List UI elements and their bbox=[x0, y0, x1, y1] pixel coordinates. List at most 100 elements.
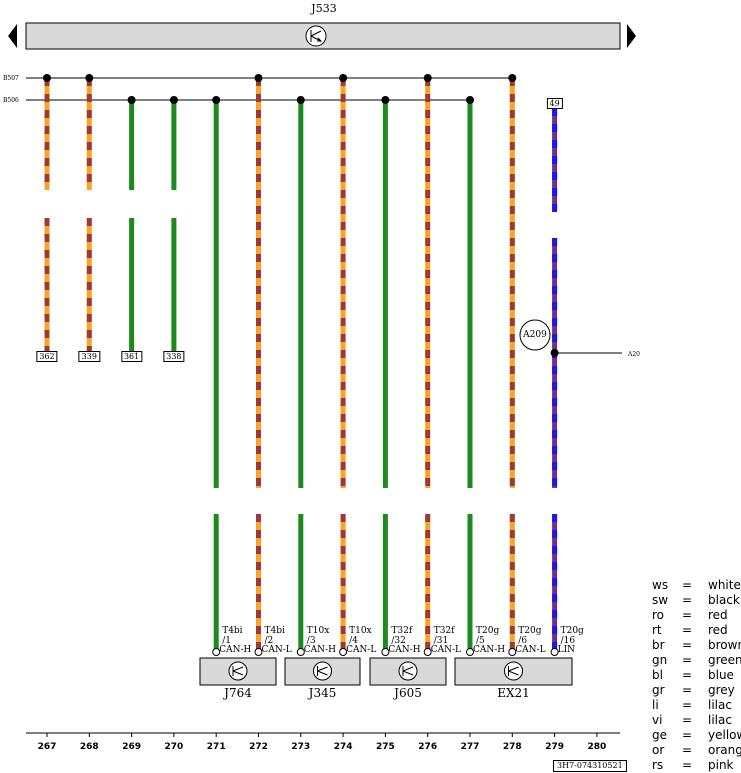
legend-equals: = bbox=[682, 728, 693, 742]
terminal-box: 361 bbox=[120, 351, 143, 362]
legend-color-name: yellow bbox=[708, 728, 741, 742]
pin-connector-icon bbox=[423, 648, 432, 656]
legend-equals: = bbox=[682, 638, 693, 652]
source-box: 49 bbox=[546, 98, 563, 109]
legend-abbr: or bbox=[652, 743, 665, 757]
pin-connector: T4bi bbox=[222, 626, 243, 636]
legend-color-name: blue bbox=[708, 668, 734, 682]
terminal-box: 338 bbox=[163, 351, 185, 362]
legend-abbr: rt bbox=[652, 623, 662, 637]
column-number: 271 bbox=[206, 742, 226, 752]
legend-color-name: green bbox=[708, 653, 741, 667]
column-number: 277 bbox=[460, 742, 480, 752]
bus-junction bbox=[254, 74, 263, 82]
legend-row: ws=white bbox=[652, 578, 741, 593]
pin-signal: LIN bbox=[557, 645, 576, 655]
legend-color-name: white bbox=[708, 578, 741, 592]
legend-equals: = bbox=[682, 593, 693, 607]
legend-color-name: lilac bbox=[708, 713, 732, 727]
pin-number: /32 bbox=[391, 636, 406, 646]
pin-connector-icon bbox=[466, 648, 474, 656]
column-number: 268 bbox=[79, 742, 99, 752]
legend-abbr: gn bbox=[652, 653, 668, 667]
ecu-layer bbox=[199, 657, 573, 686]
bus-junction bbox=[43, 74, 51, 82]
legend-row: vi=lilac bbox=[652, 713, 741, 728]
pin-signal: CAN-H bbox=[303, 645, 336, 655]
pin-connector: T10x bbox=[349, 626, 372, 636]
legend-abbr: vi bbox=[652, 713, 663, 727]
legend-color-name: pink bbox=[708, 758, 734, 772]
legend-equals: = bbox=[682, 578, 693, 592]
pin-connector-icon bbox=[508, 648, 517, 656]
column-number: 274 bbox=[333, 742, 353, 752]
pin-connector: T4bi bbox=[264, 626, 285, 636]
bus-label-b506: B506 bbox=[3, 97, 19, 104]
legend-color-name: orange bbox=[708, 743, 741, 757]
pin-connector: T20g bbox=[560, 626, 584, 636]
legend-abbr: ge bbox=[652, 728, 667, 742]
bus-junction bbox=[85, 74, 94, 82]
splice-destination: A20 bbox=[628, 351, 640, 358]
ecu-symbol-icon bbox=[305, 25, 327, 47]
ecu-box-j345 bbox=[284, 657, 361, 686]
ecu-symbol-icon bbox=[504, 661, 523, 681]
splice-label: A209 bbox=[523, 330, 547, 340]
legend-abbr: li bbox=[652, 698, 659, 712]
legend-equals: = bbox=[682, 743, 693, 757]
ecu-name: J345 bbox=[308, 686, 337, 700]
legend-row: sw=black bbox=[652, 593, 741, 608]
column-number: 269 bbox=[122, 742, 141, 752]
legend-abbr: sw bbox=[652, 593, 669, 607]
ecu-box-ex21 bbox=[454, 657, 573, 686]
pin-connector: T32f bbox=[391, 626, 413, 636]
bus-junction bbox=[423, 74, 432, 82]
terminal-box: 362 bbox=[36, 351, 58, 362]
ecu-symbol-icon bbox=[313, 661, 332, 681]
legend-row: gr=grey bbox=[652, 683, 741, 698]
ecu-name: J764 bbox=[224, 686, 252, 700]
legend-equals: = bbox=[682, 623, 693, 637]
ecu-box-j605 bbox=[369, 657, 447, 686]
legend-row: br=brown bbox=[652, 638, 741, 653]
pin-number: /4 bbox=[349, 636, 358, 646]
pin-signal: CAN-H bbox=[473, 645, 506, 655]
pin-signal: CAN-L bbox=[430, 645, 461, 655]
right-arrow-icon bbox=[627, 24, 636, 48]
footer-code: 3H7-074310521 bbox=[553, 760, 627, 772]
pin-signal: CAN-L bbox=[261, 645, 292, 655]
pin-connector: T20g bbox=[518, 626, 542, 636]
module-name: J533 bbox=[311, 2, 337, 15]
terminal-box: 339 bbox=[78, 351, 100, 362]
legend-row: rs=pink bbox=[652, 758, 741, 773]
pin-connector-icon bbox=[254, 648, 263, 656]
legend-row: bl=blue bbox=[652, 668, 741, 683]
pin-connector: T10x bbox=[306, 626, 330, 636]
bus-junction bbox=[466, 96, 474, 104]
pin-number: /1 bbox=[222, 636, 231, 646]
legend-color-name: brown bbox=[708, 638, 741, 652]
column-number: 267 bbox=[37, 742, 57, 752]
legend-row: ge = yellow bbox=[652, 728, 741, 743]
pin-connector-icon bbox=[296, 648, 305, 656]
legend-row: or = orange bbox=[652, 743, 741, 758]
pin-connector-icon bbox=[550, 648, 559, 656]
pin-signal: CAN-L bbox=[515, 645, 546, 655]
pin-number: /5 bbox=[476, 636, 485, 646]
bus-junction bbox=[212, 96, 221, 104]
ecu-symbol-icon bbox=[228, 661, 248, 681]
splice-marker bbox=[519, 319, 551, 351]
pin-signal: CAN-H bbox=[219, 645, 252, 655]
legend-equals: = bbox=[682, 668, 693, 682]
pin-number: /6 bbox=[518, 636, 528, 646]
legend-equals: = bbox=[682, 758, 693, 772]
color-legend: ws=whitesw=blackro=redrt=redbr=browngn=g… bbox=[652, 578, 741, 773]
column-number: 275 bbox=[375, 742, 395, 752]
legend-color-name: grey bbox=[708, 683, 735, 697]
ecu-symbol-icon bbox=[398, 661, 418, 681]
pin-number: /16 bbox=[560, 636, 576, 646]
ruler-ticks bbox=[46, 733, 598, 737]
column-number: 279 bbox=[545, 742, 564, 752]
legend-abbr: gr bbox=[652, 683, 665, 697]
